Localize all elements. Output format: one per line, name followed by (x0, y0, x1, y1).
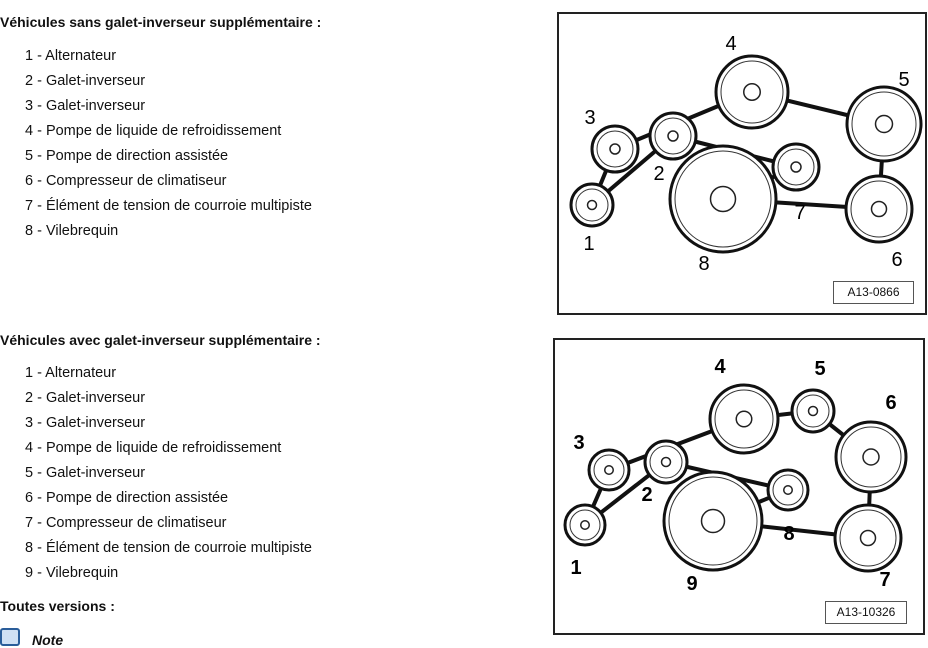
note: Note (0, 628, 63, 648)
callout-label: 6 (885, 392, 896, 414)
belt-diagram-1: 1 2 3 4 5 6 7 8 A13-0866 (557, 12, 927, 315)
section1-heading: Véhicules sans galet-inverseur supplémen… (0, 14, 322, 30)
callout-label: 9 (686, 573, 697, 595)
legend-item: 8 - Vilebrequin (25, 223, 119, 239)
legend-item: 2 - Galet-inverseur (25, 390, 146, 406)
legend-item: 3 - Galet-inverseur (25, 415, 146, 431)
legend-item: 4 - Pompe de liquide de refroidissement (25, 123, 282, 139)
callout-label: 6 (891, 249, 902, 271)
section2-legend: 1 - Alternateur 2 - Galet-inverseur 3 - … (25, 363, 312, 588)
legend-item: 1 - Alternateur (25, 365, 117, 381)
callout-label: 3 (573, 432, 584, 454)
callout-label: 2 (641, 484, 652, 506)
legend-item: 2 - Galet-inverseur (25, 73, 146, 89)
figure-reference: A13-10326 (825, 601, 907, 624)
callout-label: 3 (584, 107, 595, 129)
callout-label: 5 (898, 69, 909, 91)
legend-item: 3 - Galet-inverseur (25, 98, 146, 114)
callout-label: 2 (653, 163, 664, 185)
legend-item: 8 - Élément de tension de courroie multi… (25, 540, 312, 556)
legend-item: 6 - Compresseur de climatiseur (25, 173, 227, 189)
section3-heading: Toutes versions : (0, 598, 115, 614)
legend-item: 7 - Élément de tension de courroie multi… (25, 198, 312, 214)
legend-item: 5 - Pompe de direction assistée (25, 148, 229, 164)
callout-label: 8 (698, 253, 709, 275)
callout-label: 1 (583, 233, 594, 255)
callout-label: 1 (570, 557, 581, 579)
callout-label: 5 (814, 358, 825, 380)
callout-label: 4 (725, 33, 736, 55)
section1-legend: 1 - Alternateur 2 - Galet-inverseur 3 - … (25, 46, 312, 246)
callout-label: 8 (783, 523, 794, 545)
callout-label: 4 (714, 356, 726, 378)
legend-item: 7 - Compresseur de climatiseur (25, 515, 227, 531)
note-icon (0, 628, 20, 646)
callout-label: 7 (879, 569, 890, 591)
belt-diagram-2: 1 2 3 4 5 6 7 8 9 A13-10326 (553, 338, 925, 635)
legend-item: 5 - Galet-inverseur (25, 465, 146, 481)
legend-item: 1 - Alternateur (25, 48, 117, 64)
callout-label: 7 (794, 202, 805, 224)
legend-item: 4 - Pompe de liquide de refroidissement (25, 440, 282, 456)
legend-item: 9 - Vilebrequin (25, 565, 119, 581)
note-label: Note (32, 632, 64, 648)
figure-reference: A13-0866 (833, 281, 914, 304)
section2-heading: Véhicules avec galet-inverseur supplémen… (0, 332, 321, 348)
legend-item: 6 - Pompe de direction assistée (25, 490, 229, 506)
